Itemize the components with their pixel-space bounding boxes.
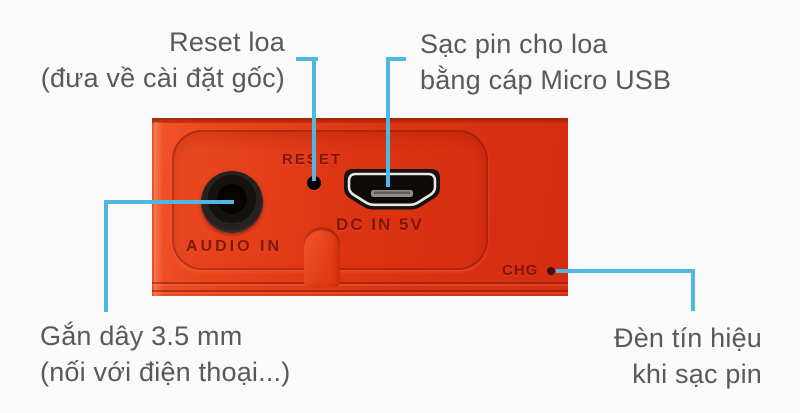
aux-callout-line-vertical [104, 200, 108, 312]
usb-callout-line-horizontal [386, 57, 406, 61]
dc-in-engraved-label: DC IN 5V [336, 215, 424, 234]
reset-callout-line-vertical [312, 57, 316, 181]
label-aux-line1: Gắn dây 3.5 mm [40, 321, 243, 351]
label-charge: Sạc pin cho loa bằng cáp Micro USB [420, 26, 671, 98]
label-chg-led: Đèn tín hiệu khi sạc pin [614, 320, 762, 392]
chg-callout-line-horizontal [556, 269, 695, 273]
label-reset-line1: Reset loa [169, 27, 285, 57]
audio-in-engraved-label: AUDIO IN [186, 238, 282, 255]
chg-engraved-label: CHG [502, 262, 539, 279]
reset-callout-line-horizontal [296, 57, 318, 61]
reset-engraved-label: RESET [282, 151, 342, 168]
charge-led [547, 267, 555, 275]
chg-callout-line-vertical [691, 269, 695, 311]
bottom-groove-1 [152, 282, 568, 284]
device-left-highlight [154, 122, 163, 296]
micro-usb-port [344, 169, 440, 210]
usb-callout-line-vertical [386, 57, 390, 187]
strap-tab [304, 227, 340, 287]
label-charge-line1: Sạc pin cho loa [420, 29, 608, 59]
reset-hole [307, 176, 321, 190]
label-chg-led-line1: Đèn tín hiệu [614, 323, 762, 353]
label-charge-line2: bằng cáp Micro USB [420, 65, 672, 95]
aux-callout-line-horizontal [104, 200, 234, 204]
label-reset: Reset loa (đưa về cài đặt gốc) [41, 24, 285, 96]
bottom-groove-2 [152, 290, 568, 292]
label-chg-led-line2: khi sạc pin [632, 359, 762, 389]
label-aux-line2: (nối với điện thoại...) [40, 357, 291, 387]
label-reset-line2: (đưa về cài đặt gốc) [40, 63, 285, 93]
device-top-edge [152, 118, 568, 123]
label-aux: Gắn dây 3.5 mm (nối với điện thoại...) [40, 318, 290, 390]
